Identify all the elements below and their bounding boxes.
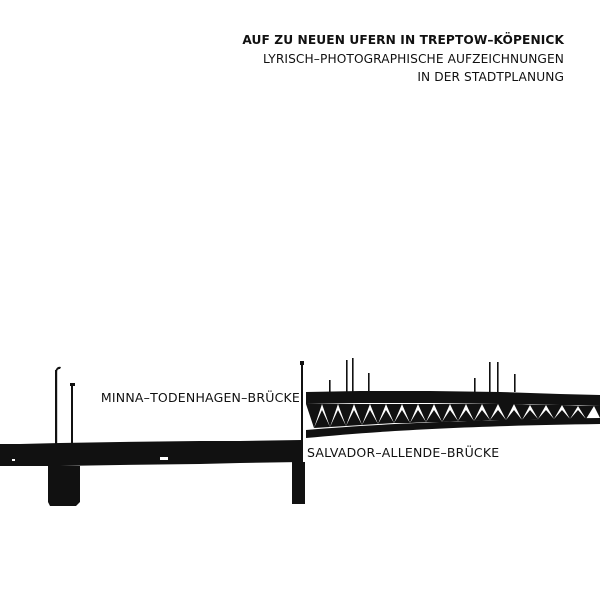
divider-line [301, 362, 303, 472]
lamp-post [346, 360, 348, 392]
subtitle-line-2: IN DER STADTPLANUNG [417, 70, 564, 84]
lamp-post [55, 370, 58, 444]
right-bridge-truss [306, 404, 600, 428]
right-bridge-deck [306, 391, 600, 406]
right-bridge-bottom-chord [306, 418, 600, 438]
right-bridge [306, 358, 600, 438]
divider-cap [300, 361, 304, 365]
lamp-post [329, 380, 331, 392]
left-bridge-pier [48, 466, 80, 506]
page-title: AUF ZU NEUEN UFERN IN TREPTOW–KÖPENICK [242, 33, 564, 47]
lamp-post [489, 362, 491, 392]
title-block: AUF ZU NEUEN UFERN IN TREPTOW–KÖPENICK L… [242, 31, 564, 87]
subtitle-line-1: LYRISCH–PHOTOGRAPHISCHE AUFZEICHNUNGEN [263, 51, 564, 66]
lamp-post [71, 385, 73, 443]
right-bridge-truss-lower [314, 410, 586, 428]
lamp-head [70, 383, 75, 386]
lamp-post [368, 373, 370, 392]
left-bridge-deck [0, 440, 302, 466]
lamp-post [474, 378, 476, 392]
left-deck-highlight [160, 457, 168, 460]
lamp-post [514, 374, 516, 392]
bridge-label-salvador-allende: SALVADOR–ALLENDE–BRÜCKE [307, 445, 500, 460]
lamp-post [497, 362, 499, 392]
lamp-post [352, 358, 354, 392]
lamp-head [55, 366, 61, 372]
left-bridge-abutment [292, 462, 305, 504]
center-divider [300, 361, 304, 472]
left-deck-highlight [12, 459, 15, 461]
bridge-label-minna-todenhagen: MINNA–TODENHAGEN–BRÜCKE [100, 390, 300, 405]
left-bridge [0, 366, 305, 506]
